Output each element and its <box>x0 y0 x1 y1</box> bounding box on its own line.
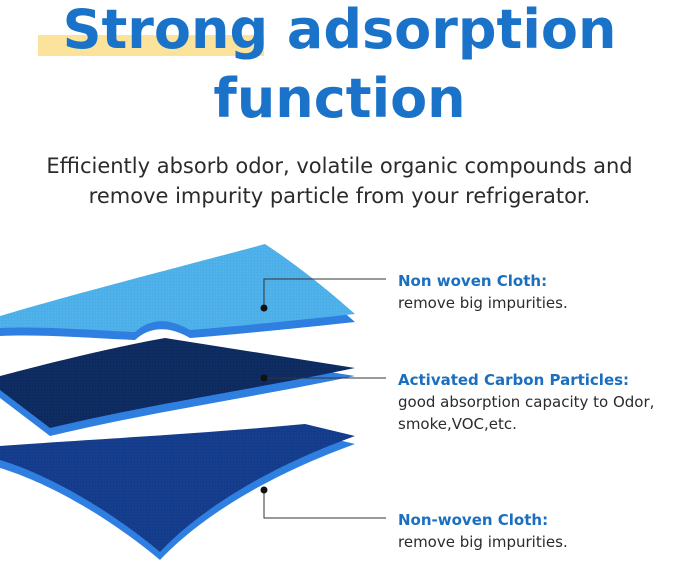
page-title-line-1: Strong adsorption <box>62 0 617 61</box>
label-bottom-desc: remove big impurities. <box>398 533 568 551</box>
title-highlight <box>38 35 264 56</box>
callout-middle <box>260 374 386 382</box>
label-top-layer: Non woven Cloth: remove big impurities. <box>398 270 568 314</box>
label-top-desc: remove big impurities. <box>398 294 568 312</box>
label-middle-layer: Activated Carbon Particles: good absorpt… <box>398 369 654 435</box>
subtitle: Efficiently absorb odor, volatile organi… <box>0 151 679 211</box>
layer-middle-carbon <box>0 338 355 436</box>
subtitle-line-1: Efficiently absorb odor, volatile organi… <box>46 154 633 178</box>
callout-bottom <box>260 486 386 519</box>
label-middle-desc-2: smoke,VOC,etc. <box>398 415 517 433</box>
label-bottom-layer: Non-woven Cloth: remove big impurities. <box>398 509 568 553</box>
layer-top-nonwoven <box>0 244 355 340</box>
callout-top <box>260 278 386 312</box>
page-title-line-2: function <box>213 67 466 130</box>
label-bottom-heading: Non-woven Cloth: <box>398 511 549 529</box>
label-middle-heading: Activated Carbon Particles: <box>398 371 630 389</box>
label-top-heading: Non woven Cloth: <box>398 272 548 290</box>
subtitle-line-2: remove impurity particle from your refri… <box>88 184 591 208</box>
layer-bottom-nonwoven <box>0 424 355 560</box>
label-middle-desc-1: good absorption capacity to Odor, <box>398 393 655 411</box>
